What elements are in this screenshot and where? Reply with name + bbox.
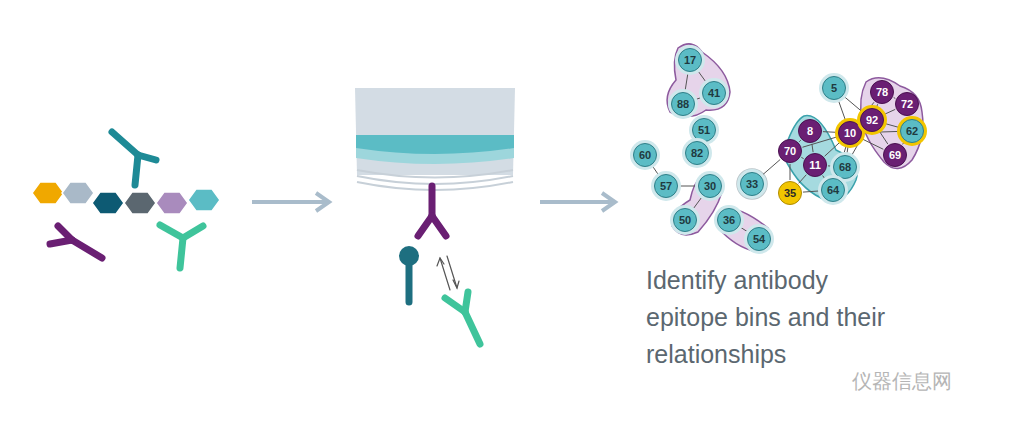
node-number: 10 bbox=[844, 128, 856, 139]
node-number: 60 bbox=[639, 150, 651, 161]
relationship-line bbox=[679, 186, 697, 187]
epitope-node: 10 bbox=[838, 121, 862, 145]
relationship-line bbox=[799, 175, 807, 184]
epitope-node: 70 bbox=[778, 139, 802, 163]
relationship-line bbox=[790, 164, 791, 180]
epitope-node: 33 bbox=[740, 172, 764, 196]
node-number: 68 bbox=[839, 162, 851, 173]
epitope-node: 62 bbox=[900, 119, 924, 143]
relationship-line bbox=[828, 165, 832, 166]
watermark: 仪器信息网 bbox=[852, 368, 952, 395]
relationship-line bbox=[652, 166, 658, 175]
epitope-node: 68 bbox=[833, 155, 857, 179]
node-number: 78 bbox=[876, 87, 888, 98]
relationship-line bbox=[876, 104, 877, 108]
node-number: 5 bbox=[831, 83, 837, 94]
epitope-node: 78 bbox=[870, 80, 894, 104]
relationship-line bbox=[801, 157, 803, 158]
node-number: 64 bbox=[827, 185, 839, 196]
node-number: 50 bbox=[679, 215, 691, 226]
relationship-line bbox=[903, 142, 905, 145]
node-number: 17 bbox=[684, 55, 696, 66]
relationship-line bbox=[812, 144, 813, 152]
node-number: 62 bbox=[906, 126, 918, 137]
epitope-node: 8 bbox=[798, 119, 822, 143]
antigen-chain bbox=[32, 182, 220, 214]
epitope-node: 64 bbox=[821, 178, 845, 202]
epitope-node: 17 bbox=[678, 48, 702, 72]
epitope-node: 88 bbox=[671, 92, 695, 116]
node-number: 70 bbox=[784, 146, 796, 157]
relationship-line bbox=[823, 131, 837, 133]
relationship-line bbox=[762, 160, 780, 176]
epitope-node: 50 bbox=[673, 208, 697, 232]
relationship-line bbox=[740, 227, 748, 232]
relationship-line bbox=[847, 146, 848, 154]
bound-molecules bbox=[399, 186, 480, 344]
relationship-line bbox=[879, 131, 888, 144]
epitope-node: 54 bbox=[747, 227, 771, 251]
node-number: 51 bbox=[698, 125, 710, 136]
epitope-node: 92 bbox=[860, 108, 884, 132]
node-number: 57 bbox=[660, 181, 672, 192]
epitope-node: 35 bbox=[778, 181, 802, 205]
epitope-node: 41 bbox=[702, 81, 726, 105]
relationship-line bbox=[825, 142, 841, 156]
node-number: 88 bbox=[677, 99, 689, 110]
antibodies bbox=[50, 132, 203, 268]
node-number: 8 bbox=[807, 126, 813, 137]
epitope-node: 5 bbox=[822, 76, 846, 100]
node-number: 35 bbox=[784, 188, 796, 199]
epitope-node: 60 bbox=[633, 143, 657, 167]
node-number: 69 bbox=[889, 150, 901, 161]
node-number: 33 bbox=[746, 179, 758, 190]
epitope-node: 72 bbox=[895, 92, 919, 116]
node-number: 72 bbox=[901, 99, 913, 110]
epitope-node: 11 bbox=[803, 153, 827, 177]
node-number: 82 bbox=[691, 148, 703, 159]
relationship-line bbox=[862, 139, 884, 150]
epitope-node: 30 bbox=[698, 174, 722, 198]
relationship-line bbox=[823, 176, 826, 180]
relationship-line bbox=[695, 97, 701, 99]
epitope-node: 82 bbox=[685, 141, 709, 165]
relationship-line bbox=[698, 71, 707, 83]
relationship-line bbox=[803, 191, 820, 192]
epitope-node: 69 bbox=[883, 143, 907, 167]
caption: Identify antibody epitope bins and their… bbox=[646, 262, 906, 373]
relationship-line bbox=[838, 100, 845, 121]
epitope-node: 51 bbox=[692, 118, 716, 142]
epitope-node: 57 bbox=[654, 174, 678, 198]
node-number: 30 bbox=[704, 181, 716, 192]
epitope-node: 36 bbox=[717, 208, 741, 232]
relationship-line bbox=[799, 140, 801, 142]
node-number: 36 bbox=[723, 215, 735, 226]
node-number: 41 bbox=[708, 88, 720, 99]
relationship-line bbox=[685, 73, 688, 91]
bin-groups bbox=[667, 44, 923, 252]
node-number: 92 bbox=[866, 115, 878, 126]
relationship-line bbox=[884, 109, 895, 114]
node-number: 11 bbox=[809, 160, 821, 171]
relationship-line bbox=[909, 117, 910, 118]
node-number: 54 bbox=[753, 234, 765, 245]
relationship-line bbox=[844, 96, 862, 111]
biosensor bbox=[355, 88, 515, 190]
relationship-line bbox=[693, 196, 703, 209]
relationship-line bbox=[885, 123, 900, 127]
